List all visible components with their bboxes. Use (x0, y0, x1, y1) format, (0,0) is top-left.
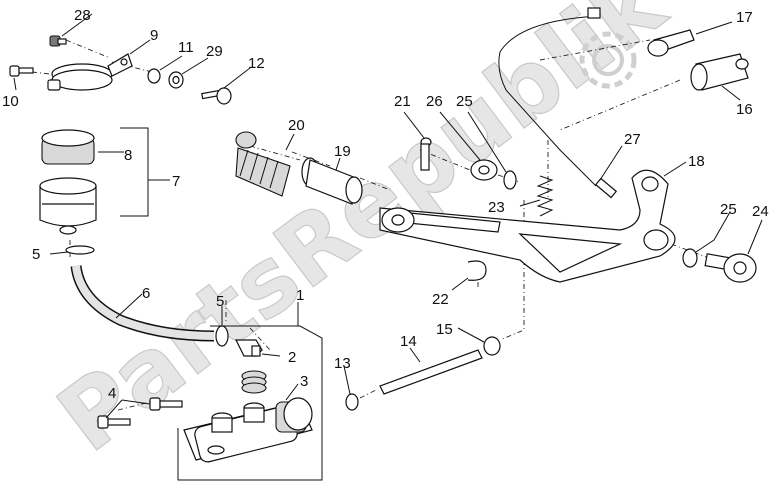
label-4: 4 (108, 385, 116, 402)
watermark-gear-icon (579, 31, 637, 89)
pivot-bolt-24 (704, 253, 757, 283)
label-9: 9 (150, 27, 158, 44)
group-bracket-7 (120, 127, 149, 217)
bolt-4-lower (97, 415, 131, 429)
pedal-peg-19 (301, 157, 363, 205)
pedal-rubber-20 (235, 131, 291, 197)
bolt-10 (9, 65, 34, 77)
rod-14 (379, 349, 483, 395)
label-24: 24 (752, 203, 769, 220)
label-11: 11 (178, 39, 194, 56)
part-labels: 28 9 11 29 12 10 8 7 5 6 5 1 2 3 4 20 19… (2, 7, 769, 402)
label-27: 27 (624, 131, 641, 148)
hose-clip-top (65, 245, 95, 255)
reservoir-body (39, 177, 97, 235)
group-box-1 (177, 325, 323, 481)
clevis-16 (690, 53, 749, 91)
assembly-lines (31, 39, 721, 411)
reservoir-cap (41, 129, 95, 165)
label-22: 22 (432, 291, 449, 308)
label-15: 15 (436, 321, 453, 338)
return-spring-23 (536, 175, 554, 217)
label-19: 19 (334, 143, 351, 160)
oring-25-upper (503, 170, 517, 190)
label-5-top: 5 (32, 246, 40, 263)
label-7: 7 (172, 173, 180, 190)
label-18: 18 (688, 153, 705, 170)
label-26: 26 (426, 93, 443, 110)
pin-17 (647, 29, 695, 57)
label-3: 3 (300, 373, 308, 390)
oring-13 (345, 393, 359, 411)
label-5-lower: 5 (216, 293, 224, 310)
label-2: 2 (288, 349, 296, 366)
leader-lines (13, 13, 763, 419)
circlip-22 (467, 260, 487, 281)
screw-28 (49, 35, 67, 47)
label-14: 14 (400, 333, 417, 350)
label-23: 23 (488, 199, 505, 216)
label-25-upper: 25 (456, 93, 473, 110)
hose-clip-lower (215, 325, 229, 347)
label-20: 20 (288, 117, 305, 134)
brake-lever-18 (379, 169, 676, 283)
nut-11 (147, 68, 161, 84)
master-cylinder (183, 397, 313, 463)
label-12: 12 (248, 55, 265, 72)
label-13: 13 (334, 355, 351, 372)
label-6: 6 (142, 285, 150, 302)
bolt-12 (201, 87, 232, 105)
oring-25-lower (682, 248, 698, 268)
nut-15 (483, 336, 501, 356)
label-25-lower: 25 (720, 201, 737, 218)
label-1: 1 (296, 287, 304, 304)
bolt-21 (420, 137, 432, 171)
stop-switch-cable (498, 7, 618, 199)
washer-29 (168, 71, 184, 89)
label-16: 16 (736, 101, 753, 118)
bolt-4-upper (149, 397, 183, 411)
reservoir-bracket (47, 53, 133, 91)
label-17: 17 (736, 9, 753, 26)
washer-26 (470, 159, 498, 181)
label-21: 21 (394, 93, 411, 110)
fitting-2 (235, 339, 263, 357)
label-8: 8 (124, 147, 132, 164)
spring-seal (241, 370, 267, 394)
label-10: 10 (2, 93, 19, 110)
label-29: 29 (206, 43, 223, 60)
label-28: 28 (74, 7, 91, 24)
